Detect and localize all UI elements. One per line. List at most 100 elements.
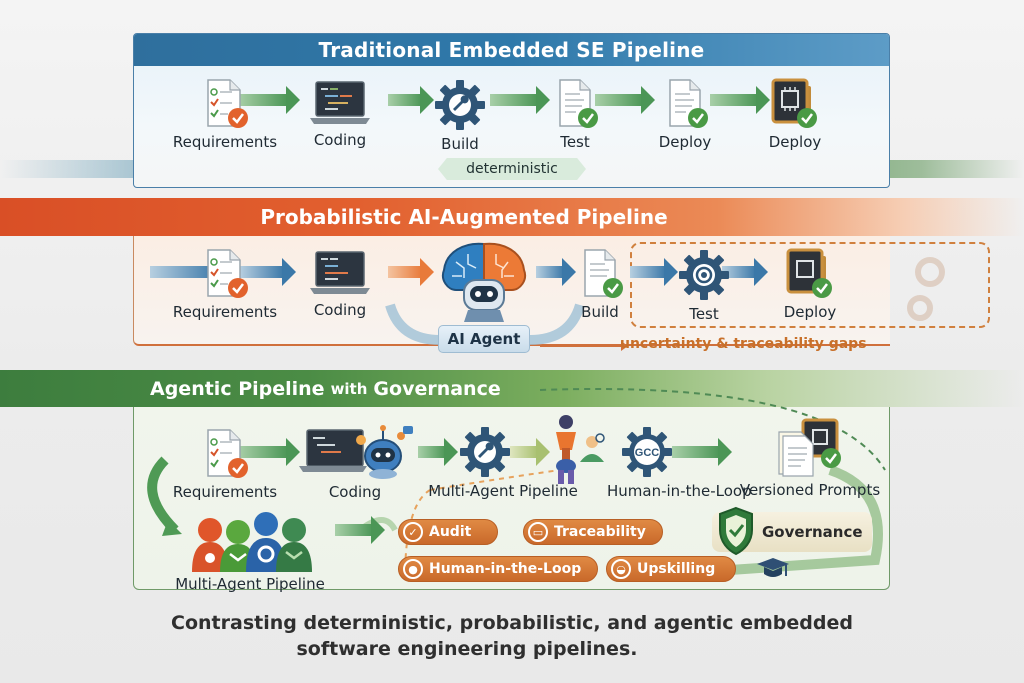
flow-arrow bbox=[335, 516, 385, 544]
stage-label: Requirements bbox=[172, 483, 278, 501]
stage-requirements: Requirements bbox=[170, 248, 280, 320]
title-connector: with bbox=[330, 379, 368, 398]
probabilistic-pipeline-title: Probabilistic AI-Augmented Pipeline bbox=[260, 205, 668, 229]
flow-arrow bbox=[536, 258, 576, 286]
stage-versioned-prompts: Versioned Prompts bbox=[740, 418, 880, 498]
gcc-gear-icon: GCC bbox=[622, 427, 672, 477]
trace-icon: ▭ bbox=[528, 522, 548, 542]
team-label: Multi-Agent Pipeline bbox=[175, 575, 325, 593]
pill-label: Audit bbox=[429, 524, 472, 540]
graduation-cap-icon bbox=[757, 558, 789, 577]
document-check-icon bbox=[584, 249, 623, 298]
stage-build: Build bbox=[560, 248, 640, 320]
shield-check-icon bbox=[719, 506, 753, 556]
upskilling-pill: ◒ Upskilling bbox=[606, 556, 736, 582]
stage-label: Versioned Prompts bbox=[739, 481, 881, 499]
chip-board-check-icon bbox=[771, 78, 817, 128]
multi-agent-team: Multi-Agent Pipeline bbox=[160, 510, 340, 592]
document-check-icon bbox=[559, 79, 598, 128]
flow-arrow bbox=[490, 86, 550, 114]
gear-wrench-icon bbox=[460, 427, 510, 477]
traditional-pipeline-title: Traditional Embedded SE Pipeline bbox=[134, 34, 889, 66]
flow-arrow bbox=[388, 86, 434, 114]
stage-label: Test bbox=[560, 133, 590, 151]
human-in-the-loop-pill: ● Human-in-the-Loop bbox=[398, 556, 598, 582]
flow-arrow bbox=[238, 86, 300, 114]
flow-arrow bbox=[238, 438, 300, 466]
title-main: Agentic Pipeline bbox=[150, 377, 325, 400]
flow-arrow bbox=[722, 258, 768, 286]
stage-test: Test bbox=[535, 78, 615, 150]
checklist-document-icon bbox=[207, 249, 248, 298]
traceability-pill: ▭ Traceability bbox=[523, 519, 663, 545]
flow-arrow bbox=[630, 258, 678, 286]
agent-loop-arrows bbox=[385, 303, 585, 345]
laptop-code-icon bbox=[310, 81, 370, 124]
stage-coding: Coding bbox=[295, 80, 385, 148]
stage-label: Deploy bbox=[768, 133, 822, 151]
pill-label: Upskilling bbox=[637, 561, 716, 577]
stage-requirements: Requirements bbox=[170, 78, 280, 150]
agentic-pipeline-title: Agentic Pipeline with Governance bbox=[150, 370, 501, 407]
checklist-document-icon bbox=[207, 429, 248, 478]
governance-label: Governance bbox=[762, 523, 863, 541]
laptop-code-icon bbox=[310, 251, 370, 294]
check-circle-icon: ✓ bbox=[403, 522, 423, 542]
document-check-icon bbox=[669, 79, 708, 128]
stage-label: Deploy bbox=[783, 303, 837, 321]
uncertainty-gap-label: uncertainty & traceability gaps bbox=[620, 336, 867, 352]
stage-ai-agent bbox=[432, 240, 536, 324]
stage-test: Test bbox=[664, 248, 744, 322]
stage-deploy: Deploy bbox=[645, 78, 725, 150]
lens-icon: ◒ bbox=[611, 559, 631, 579]
stage-label: Test bbox=[689, 305, 719, 323]
audit-pill: ✓ Audit bbox=[398, 519, 498, 545]
agent-team-icon bbox=[192, 512, 312, 572]
deterministic-tag: deterministic bbox=[438, 158, 586, 180]
documents-chip-check-icon bbox=[778, 418, 841, 477]
agentic-band bbox=[0, 370, 1024, 407]
stage-build: Build bbox=[420, 78, 500, 152]
stage-label: Coding bbox=[328, 483, 382, 501]
uncertainty-zone bbox=[630, 242, 990, 328]
circle-dot-icon: ● bbox=[403, 559, 423, 579]
stage-label: Coding bbox=[313, 301, 367, 319]
chip-board-check-icon bbox=[786, 248, 832, 298]
flow-arrow bbox=[672, 438, 732, 466]
caption-line-2: software engineering pipelines. bbox=[296, 638, 638, 660]
stage-label: Requirements bbox=[172, 133, 278, 151]
stage-deploy-device: Deploy bbox=[755, 78, 835, 150]
pill-label: Traceability bbox=[554, 524, 646, 540]
stage-label: Human-in-the-Loop bbox=[607, 482, 752, 500]
robot-brain-icon bbox=[442, 242, 526, 322]
checklist-document-icon bbox=[207, 79, 248, 128]
stage-label: Multi-Agent Pipeline bbox=[428, 482, 578, 500]
title-end: Governance bbox=[373, 377, 501, 400]
human-robot-figure-icon bbox=[556, 415, 605, 484]
laptop-robot-icon bbox=[299, 425, 413, 479]
stage-deploy: Deploy bbox=[770, 248, 850, 320]
stage-label: Build bbox=[441, 135, 479, 153]
gap-arrow bbox=[540, 341, 628, 351]
pill-label: Human-in-the-Loop bbox=[429, 561, 582, 577]
flow-arrow bbox=[510, 438, 550, 466]
flow-arrow bbox=[710, 86, 770, 114]
gear-eye-icon bbox=[679, 250, 729, 300]
flow-arrow bbox=[595, 86, 655, 114]
ai-agent-label: AI Agent bbox=[438, 325, 530, 353]
flow-arrow bbox=[388, 258, 434, 286]
svg-text:GCC: GCC bbox=[635, 447, 660, 459]
stage-coding: Coding bbox=[295, 250, 385, 318]
stage-label: Build bbox=[581, 303, 619, 321]
flow-arrow bbox=[418, 438, 458, 466]
stage-requirements: Requirements bbox=[170, 428, 280, 500]
stage-coding: Coding bbox=[295, 420, 415, 500]
probabilistic-band bbox=[0, 198, 1024, 236]
figure-caption: Contrasting deterministic, probabilistic… bbox=[0, 610, 1024, 662]
gear-wrench-icon bbox=[435, 80, 485, 130]
stage-human-in-loop: GCC Human-in-the-Loop bbox=[607, 425, 752, 499]
stage-label: Requirements bbox=[172, 303, 278, 321]
stage-multi-agent: Multi-Agent Pipeline bbox=[420, 425, 578, 499]
caption-line-1: Contrasting deterministic, probabilistic… bbox=[171, 612, 853, 634]
faded-gears-icon bbox=[907, 257, 945, 321]
